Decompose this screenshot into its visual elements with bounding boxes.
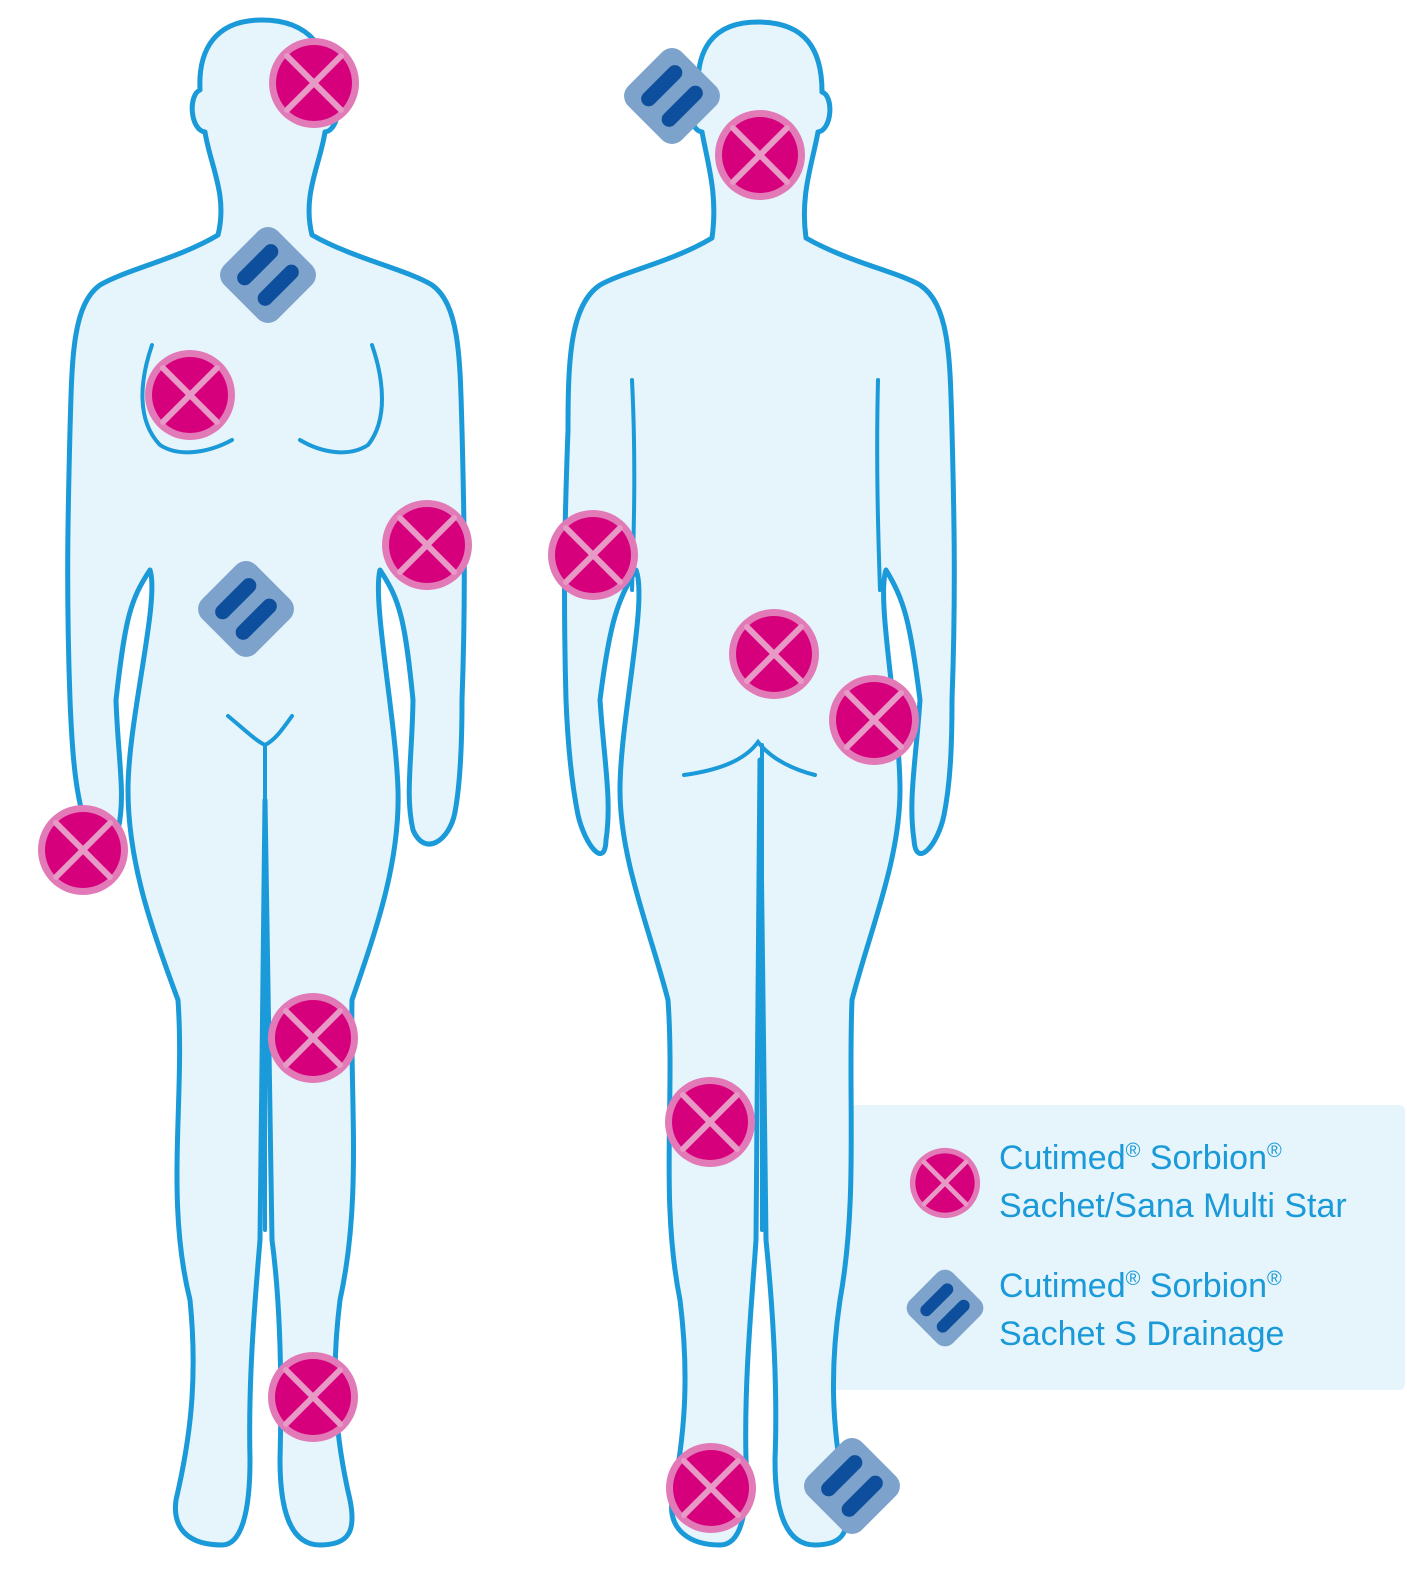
multi-star-dressing-icon bbox=[268, 1352, 358, 1442]
legend-item-2-line-2: Sachet S Drainage bbox=[999, 1315, 1284, 1353]
multi-star-dressing-icon bbox=[269, 38, 359, 128]
multi-star-dressing-icon bbox=[729, 609, 819, 699]
legend-item-1-line-1: Cutimed® Sorbion® bbox=[999, 1139, 1282, 1177]
legend-item-2-line-1: Cutimed® Sorbion® bbox=[999, 1267, 1282, 1305]
multi-star-dressing-icon bbox=[382, 500, 472, 590]
multi-star-dressing-icon bbox=[548, 510, 638, 600]
multi-star-dressing-icon bbox=[665, 1077, 755, 1167]
legend-item-1-line-2: Sachet/Sana Multi Star bbox=[999, 1187, 1347, 1225]
multi-star-dressing-icon bbox=[38, 805, 128, 895]
multi-star-dressing-icon bbox=[715, 110, 805, 200]
multi-star-dressing-icon bbox=[666, 1443, 756, 1533]
multi-star-dressing-icon bbox=[829, 675, 919, 765]
multi-star-dressing-icon bbox=[910, 1148, 980, 1218]
multi-star-dressing-icon bbox=[268, 993, 358, 1083]
multi-star-dressing-icon bbox=[145, 350, 235, 440]
